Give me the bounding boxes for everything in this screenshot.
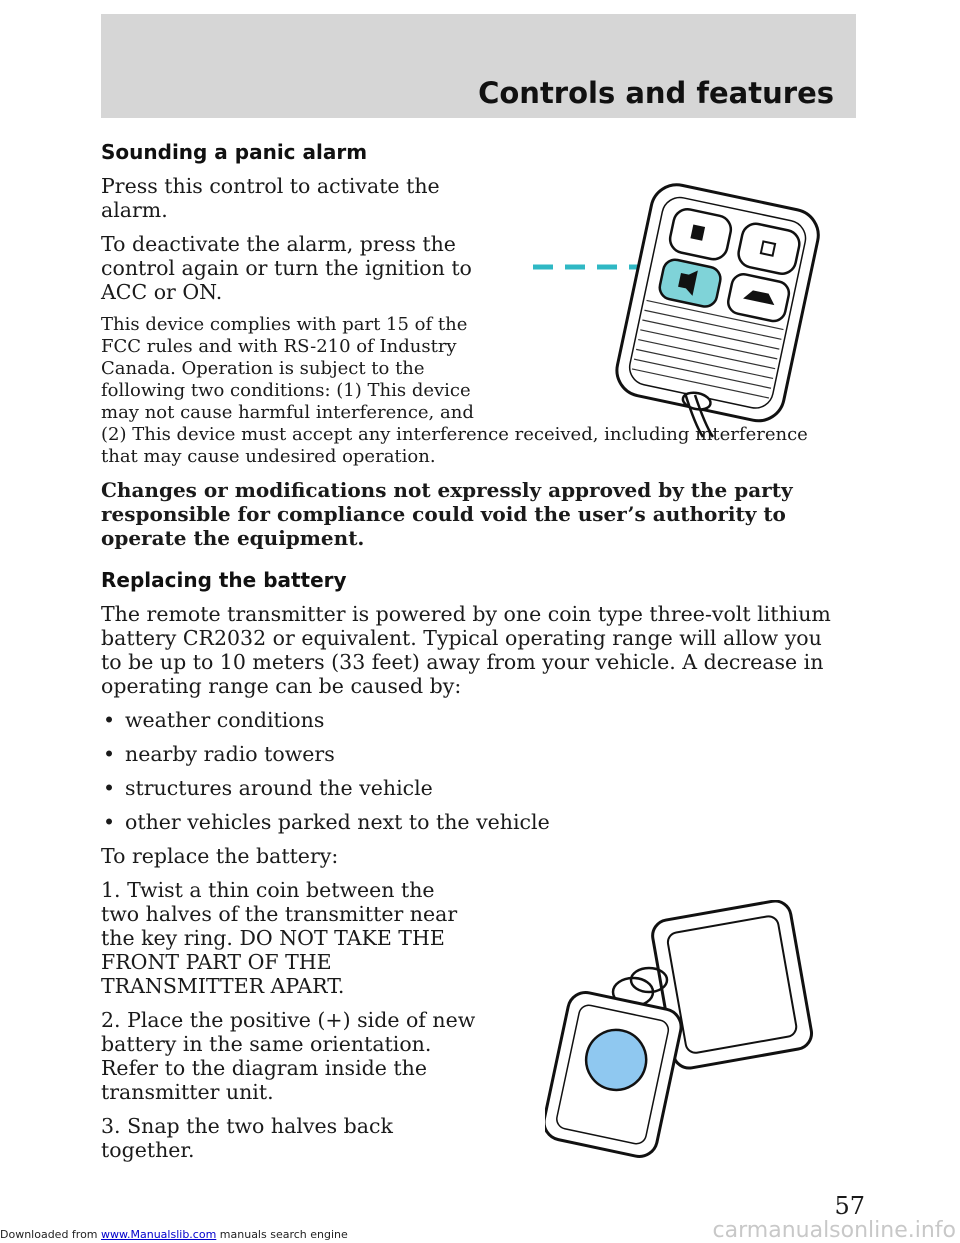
watermark: carmanualsonline.info (712, 1218, 956, 1243)
step-2: 2. Place the positive (+) side of new ba… (101, 1008, 476, 1104)
list-item: • nearby radio towers (101, 742, 831, 766)
section-title: Controls and features (478, 76, 834, 110)
coin-battery-icon (584, 1028, 648, 1092)
lock-icon (690, 224, 706, 241)
list-item: • other vehicles parked next to the vehic… (101, 810, 831, 834)
key-ring-loop-icon (629, 966, 669, 994)
fob-body (615, 183, 820, 423)
battery-heading: Replacing the battery (101, 568, 347, 592)
car-icon (743, 290, 775, 306)
range-factors-list: • weather conditions • nearby radio towers… (101, 708, 831, 834)
fcc-notice-text: This device complies with part 15 of the… (101, 314, 808, 467)
list-item: • structures around the vehicle (101, 776, 831, 800)
fob-front-half (545, 991, 683, 1158)
key-ring-icon (683, 392, 715, 438)
battery-intro: The remote transmitter is powered by one… (101, 602, 831, 698)
list-item-text: structures around the vehicle (125, 776, 433, 800)
page-content: Sounding a panic alarm Press this contro… (101, 140, 831, 1172)
bullet-icon: • (103, 776, 116, 800)
bullet-icon: • (103, 708, 116, 732)
list-item: • weather conditions (101, 708, 831, 732)
fcc-notice: This device complies with part 15 of the… (101, 314, 831, 468)
list-item-text: nearby radio towers (125, 742, 335, 766)
fob-back-half (651, 900, 814, 1070)
to-replace-intro: To replace the battery: (101, 844, 339, 868)
manualslib-link[interactable]: www.Manualslib.com (101, 1228, 217, 1241)
footer-prefix: Downloaded from (0, 1228, 102, 1241)
page-number: 57 (834, 1192, 865, 1220)
step-3: 3. Snap the two halves back together. (101, 1114, 393, 1162)
header-band: Controls and features (101, 14, 856, 118)
panic-paragraph-1: Press this control to activate the alarm… (101, 174, 440, 222)
bullet-icon: • (103, 742, 116, 766)
unlock-icon (759, 240, 777, 257)
speaker-icon (678, 270, 698, 296)
key-fob-illustration (533, 183, 820, 438)
bullet-icon: • (103, 810, 116, 834)
step-1: 1. Twist a thin coin between the two hal… (101, 878, 458, 998)
compliance-warning: Changes or modifications not expressly a… (101, 478, 793, 550)
download-footer: Downloaded from www.Manualslib.com manua… (0, 1228, 348, 1241)
battery-replacement-illustration (545, 900, 814, 1158)
panic-paragraph-2: To deactivate the alarm, press the contr… (101, 232, 472, 304)
panic-alarm-heading: Sounding a panic alarm (101, 140, 368, 164)
footer-suffix: manuals search engine (216, 1228, 348, 1241)
list-item-text: other vehicles parked next to the vehicl… (125, 810, 550, 834)
list-item-text: weather conditions (125, 708, 325, 732)
